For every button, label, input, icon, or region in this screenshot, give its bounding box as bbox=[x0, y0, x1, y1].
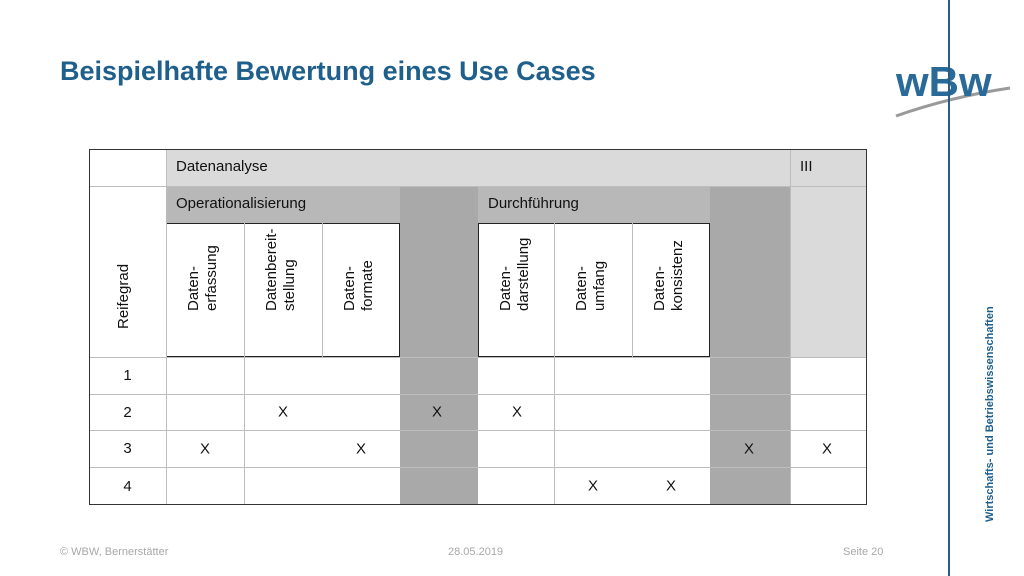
mark-row3-col8: X bbox=[743, 440, 755, 458]
mark-row3-col9: X bbox=[821, 440, 833, 458]
columns-right-bg bbox=[478, 223, 710, 357]
mark-row2-col4: X bbox=[431, 403, 443, 421]
level-1: 1 bbox=[123, 367, 132, 384]
slide-title: Beispielhafte Bewertung eines Use Cases bbox=[60, 56, 596, 86]
column-datenformate: Daten- formate bbox=[341, 260, 376, 311]
mark-row2-col5: X bbox=[511, 403, 523, 421]
level-2: 2 bbox=[123, 403, 132, 421]
logo-swoosh bbox=[895, 86, 1011, 118]
wbw-logo: wBw bbox=[895, 58, 1011, 118]
mark-row2-col2: X bbox=[277, 403, 289, 421]
mark-row3-col1: X bbox=[199, 440, 211, 458]
table-frame bbox=[89, 149, 867, 505]
columns-left-bg bbox=[166, 223, 400, 357]
operationalisierung-header: Operationalisierung bbox=[176, 195, 307, 212]
right-column-bg bbox=[790, 149, 867, 357]
divider-line bbox=[948, 0, 950, 576]
footer-copyright: © WBW, Bernerstätter bbox=[60, 546, 169, 558]
column-datenerfassung: Daten- erfassung bbox=[185, 245, 220, 311]
side-label: Wirtschafts- und Betriebswissenschaften bbox=[984, 306, 996, 522]
logo-text: wBw bbox=[895, 58, 992, 105]
mark-row4-col7: X bbox=[665, 477, 677, 495]
column-datendarstellung: Daten- darstellung bbox=[497, 237, 532, 311]
column-datenumfang: Daten- umfang bbox=[573, 260, 608, 311]
operationalisierung-header-bg bbox=[166, 186, 400, 223]
evaluation-table: Datenanalyse III Operationalisierung Dur… bbox=[89, 149, 867, 505]
mark-row3-col3: X bbox=[355, 440, 367, 458]
durchfuehrung-header-bg bbox=[478, 186, 710, 223]
level-4: 4 bbox=[123, 477, 132, 495]
shaded-column-b bbox=[710, 186, 790, 505]
column-datenbereitstellung: Datenbereit- stellung bbox=[263, 228, 298, 311]
datenanalyse-header: Datenanalyse bbox=[176, 158, 268, 175]
footer-page-number: Seite 20 bbox=[843, 546, 884, 558]
level-3: 3 bbox=[123, 440, 132, 457]
column-datenkonsistenz: Daten- konsistenz bbox=[651, 240, 686, 311]
reifegrad-header: Reifegrad bbox=[115, 263, 132, 329]
level-iii-header: III bbox=[800, 158, 813, 175]
datenanalyse-header-bg bbox=[166, 149, 790, 186]
durchfuehrung-header: Durchführung bbox=[488, 195, 579, 212]
mark-row4-col6: X bbox=[587, 477, 599, 495]
footer-date: 28.05.2019 bbox=[448, 546, 504, 558]
shaded-column-a bbox=[400, 186, 478, 505]
